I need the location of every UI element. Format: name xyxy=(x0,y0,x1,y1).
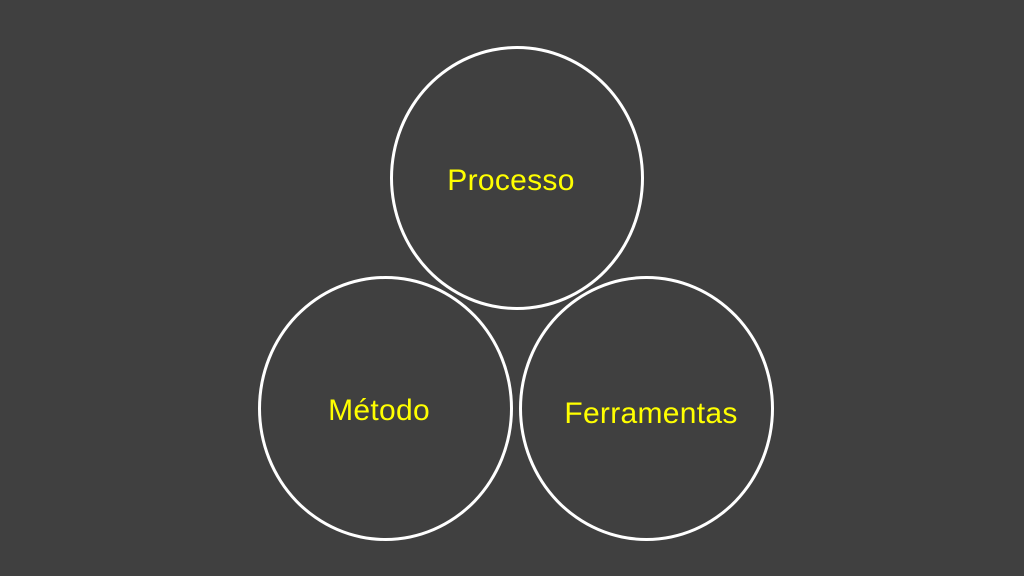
label-metodo: Método xyxy=(328,394,430,427)
label-ferramentas: Ferramentas xyxy=(564,397,738,430)
circle-metodo xyxy=(258,276,513,541)
label-processo: Processo xyxy=(447,164,575,197)
circle-ferramentas xyxy=(519,276,774,541)
circle-processo xyxy=(390,46,644,310)
